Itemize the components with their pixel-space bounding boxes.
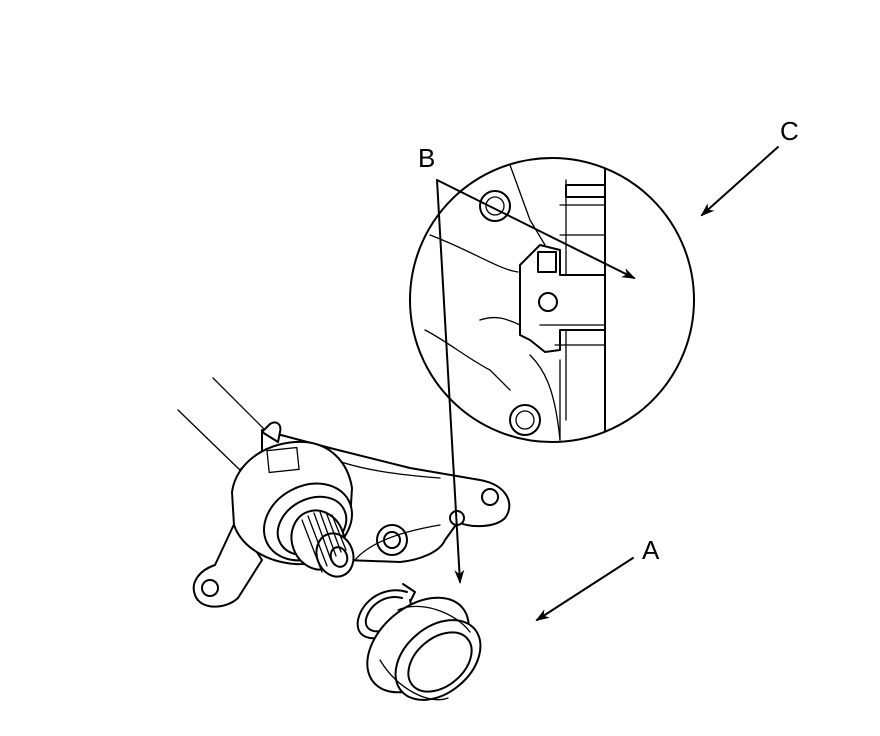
leader-b-to-seal	[436, 179, 465, 584]
seal	[366, 596, 482, 701]
leader-a	[535, 557, 634, 622]
leader-lines	[436, 146, 779, 622]
splined-shaft-end	[290, 509, 355, 578]
leader-c	[700, 146, 779, 217]
leader-b-to-detail	[436, 179, 636, 279]
callout-a: A	[642, 535, 660, 565]
detail-view	[409, 157, 695, 443]
callout-c: C	[780, 116, 799, 146]
callout-b: B	[418, 143, 435, 173]
